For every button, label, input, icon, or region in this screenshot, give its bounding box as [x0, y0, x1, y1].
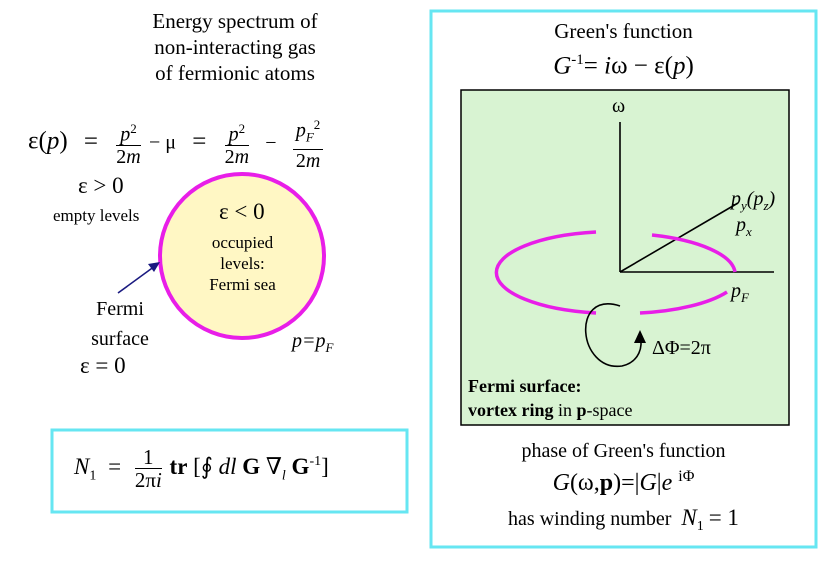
fermi-surface-line-1: Fermi — [96, 298, 144, 320]
delta-phi-label: ΔΦ=2π — [652, 337, 711, 359]
right-title: Green's function — [554, 19, 693, 43]
occupied-line-1: occupied — [211, 233, 274, 252]
winding-formula-box — [50, 428, 409, 514]
fermi-ring-left-arc — [494, 230, 597, 315]
occupied-line-3: Fermi sea — [209, 275, 276, 294]
empty-levels-label: empty levels — [53, 206, 140, 225]
fraction-p2-2m-2: p2 2m — [224, 118, 250, 168]
p-equals-pf-label: p=pF — [292, 330, 334, 355]
fermi-surface-caption: Fermi surface: vortex ring in p-space — [468, 374, 632, 422]
green-panel — [460, 89, 790, 426]
left-title-line-2: non-interacting gas — [154, 35, 316, 59]
inverse-green-function: G-1= iω − ε(p) — [553, 52, 694, 80]
winding-loop — [584, 303, 642, 367]
epsilon-positive-label: ε > 0 — [78, 173, 124, 198]
fermi-ring-front-arc — [639, 290, 728, 315]
phase-line-2: G(ω,p)=|G|e iΦ — [552, 468, 695, 496]
epsilon-zero-label: ε = 0 — [80, 353, 126, 378]
fermi-surface-label: Fermi surface — [70, 294, 170, 354]
epsilon-negative-label: ε < 0 — [219, 199, 265, 224]
occupied-line-2: levels: — [220, 254, 265, 273]
left-title-line-1: Energy spectrum of — [152, 9, 318, 33]
phase-line-1: phase of Green's function — [521, 440, 726, 462]
equals-sign-2: = — [192, 127, 207, 155]
dispersion-equation: ε(p) = p2 2m − μ = p2 2m − pF2 2m — [28, 114, 325, 172]
phase-line-3: has winding number N1 = 1 — [508, 505, 739, 534]
left-title: Energy spectrum of non-interacting gas o… — [120, 8, 350, 86]
omega-axis-label: ω — [612, 95, 626, 117]
fermi-surface-arrowhead — [148, 262, 160, 272]
fermi-surface-arrow-line — [117, 265, 156, 294]
fermi-ring-back-arc — [651, 233, 737, 273]
winding-loop-arrowhead — [634, 330, 646, 343]
fermi-surface-line-2: surface — [91, 328, 149, 350]
left-title-line-3: of fermionic atoms — [155, 61, 315, 85]
epsilon-of-p: ε(p) — [28, 127, 68, 155]
px-label: px — [736, 214, 752, 239]
minus-mu: − μ — [148, 131, 176, 154]
fermi-surface-caption-line-2: vortex ring in p-space — [468, 400, 633, 420]
py-pz-label: py(pz) — [731, 188, 776, 213]
fraction-p2-2m-1: p2 2m — [116, 118, 141, 168]
fermi-sea-circle — [158, 172, 326, 340]
equals-sign-1: = — [83, 127, 99, 155]
minus-sign: − — [265, 131, 277, 154]
fermi-sea-label: occupied levels: Fermi sea — [190, 232, 295, 295]
fermi-surface-caption-line-1: Fermi surface: — [468, 376, 582, 396]
pf-label: pF — [731, 280, 749, 305]
winding-formula: N1 = 1 2πi tr [∮ dl G ∇l G-1] — [74, 445, 329, 492]
fraction-pf2-2m: pF2 2m — [292, 114, 324, 172]
